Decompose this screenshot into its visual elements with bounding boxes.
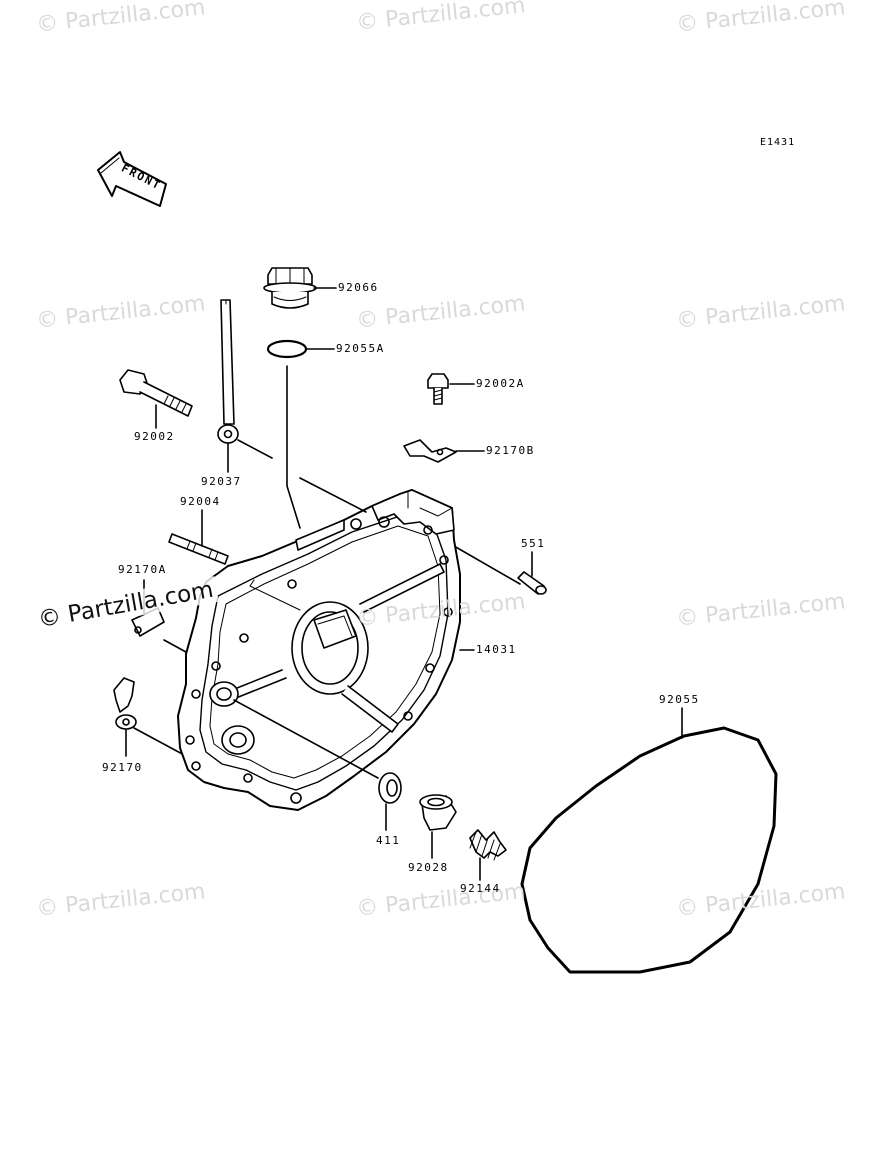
part-label-92066[interactable]: 92066 bbox=[338, 281, 379, 294]
part-label-411[interactable]: 411 bbox=[376, 834, 401, 847]
part-label-92170A[interactable]: 92170A bbox=[118, 563, 167, 576]
part-label-92002[interactable]: 92002 bbox=[134, 430, 175, 443]
part-92170B-drawing bbox=[403, 439, 485, 463]
part-14031-cover-drawing bbox=[177, 477, 475, 811]
part-label-92028[interactable]: 92028 bbox=[408, 861, 449, 874]
part-92037-drawing bbox=[217, 299, 273, 473]
part-label-92170B[interactable]: 92170B bbox=[486, 444, 535, 457]
part-411-drawing bbox=[233, 699, 402, 831]
part-label-551[interactable]: 551 bbox=[521, 537, 546, 550]
part-label-92170[interactable]: 92170 bbox=[102, 761, 143, 774]
part-label-92055[interactable]: 92055 bbox=[659, 693, 700, 706]
part-label-92037[interactable]: 92037 bbox=[201, 475, 242, 488]
part-92144-drawing bbox=[469, 829, 507, 881]
part-label-92055A[interactable]: 92055A bbox=[336, 342, 385, 355]
part-label-92144[interactable]: 92144 bbox=[460, 882, 501, 895]
part-92002A-drawing bbox=[427, 373, 475, 405]
part-551-drawing bbox=[453, 545, 547, 595]
part-label-92002A[interactable]: 92002A bbox=[476, 377, 525, 390]
diagram-code: E1431 bbox=[760, 137, 796, 148]
part-92066-drawing bbox=[263, 267, 337, 309]
part-92004-drawing bbox=[168, 509, 229, 565]
part-92028-drawing bbox=[419, 794, 457, 859]
part-92055A-drawing bbox=[266, 339, 335, 529]
part-label-14031[interactable]: 14031 bbox=[476, 643, 517, 656]
part-92170-drawing bbox=[113, 677, 187, 757]
front-arrow-icon: FRONT bbox=[97, 151, 167, 207]
part-92055-gasket-drawing bbox=[520, 707, 778, 974]
part-92002-drawing bbox=[119, 369, 193, 429]
part-label-92004[interactable]: 92004 bbox=[180, 495, 221, 508]
